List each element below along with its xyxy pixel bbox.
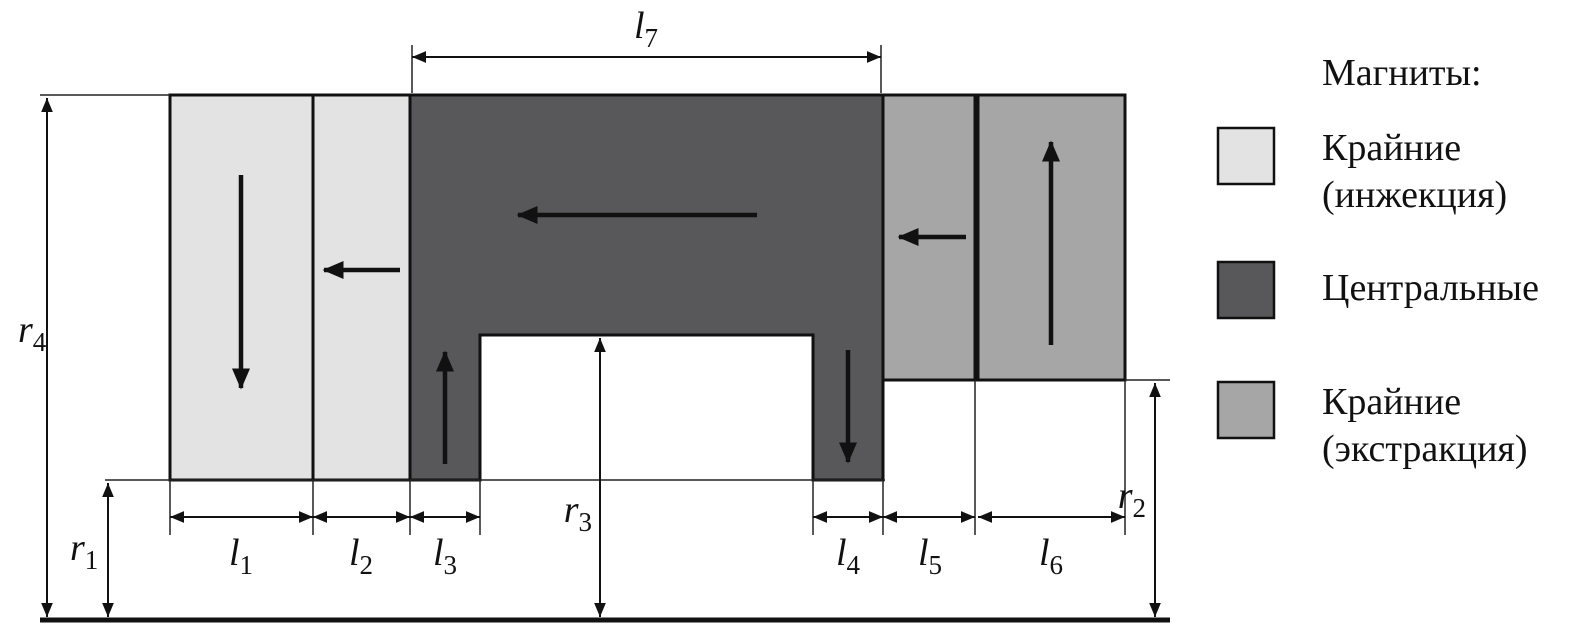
legend-swatch-injection — [1216, 126, 1276, 186]
legend-title: Магниты: — [1322, 52, 1482, 94]
legend-label-injection-line1: Крайние — [1322, 127, 1461, 169]
legend-label-extraction-line1: Крайние — [1322, 381, 1461, 423]
dim-label-r2: r2 — [1118, 475, 1146, 523]
dim-label-r1: r1 — [70, 527, 98, 575]
legend-label-extraction-line2: (экстракция) — [1322, 428, 1528, 470]
magnet-block-central — [408, 93, 885, 482]
dim-label-l5: l5 — [918, 532, 942, 580]
dim-label-l7: l7 — [634, 5, 658, 53]
legend-label-injection-line2: (инжекция) — [1322, 174, 1507, 216]
dim-label-l1: l1 — [229, 532, 253, 580]
dim-label-l2: l2 — [349, 532, 373, 580]
legend-swatch-central — [1216, 260, 1276, 320]
dim-label-l3: l3 — [433, 532, 457, 580]
dim-label-r3: r3 — [564, 489, 592, 537]
legend-swatch-extraction — [1216, 380, 1276, 440]
legend-label-central: Центральные — [1322, 267, 1539, 309]
dim-label-r4: r4 — [18, 309, 47, 357]
dim-label-l6: l6 — [1039, 532, 1063, 580]
dim-label-l4: l4 — [836, 532, 861, 580]
magnet-block-l2-injection-inner — [311, 93, 412, 482]
